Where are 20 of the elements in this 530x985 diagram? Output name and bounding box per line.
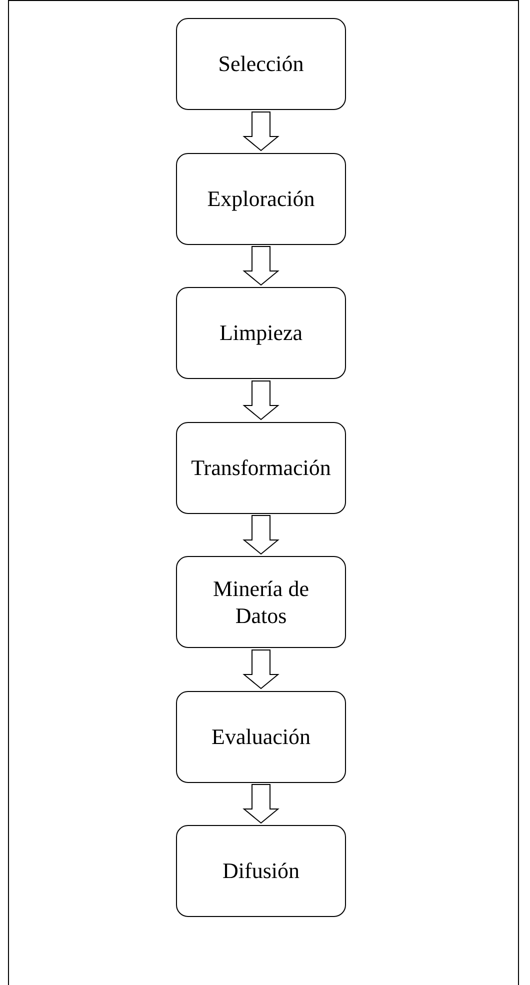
step-label: Transformación: [191, 454, 331, 482]
block-arrow: [242, 650, 280, 690]
block-arrow: [242, 380, 280, 420]
process-box: [176, 18, 346, 110]
step-label: Evaluación: [212, 722, 310, 750]
process-box: [176, 556, 346, 648]
step-label: Difusión: [222, 857, 300, 885]
step-label: Selección: [218, 50, 304, 78]
block-arrow: [242, 784, 280, 824]
step-label: Exploración: [207, 184, 315, 212]
process-box: [176, 825, 346, 917]
step-label: Limpieza: [219, 319, 303, 347]
process-box: [176, 690, 346, 782]
process-box: [176, 152, 346, 244]
block-arrow: [242, 246, 280, 286]
step-label: Minería de Datos: [212, 574, 310, 630]
block-arrow: [242, 515, 280, 555]
block-arrow: [242, 112, 280, 152]
process-box: [176, 422, 346, 514]
process-box: [176, 287, 346, 379]
